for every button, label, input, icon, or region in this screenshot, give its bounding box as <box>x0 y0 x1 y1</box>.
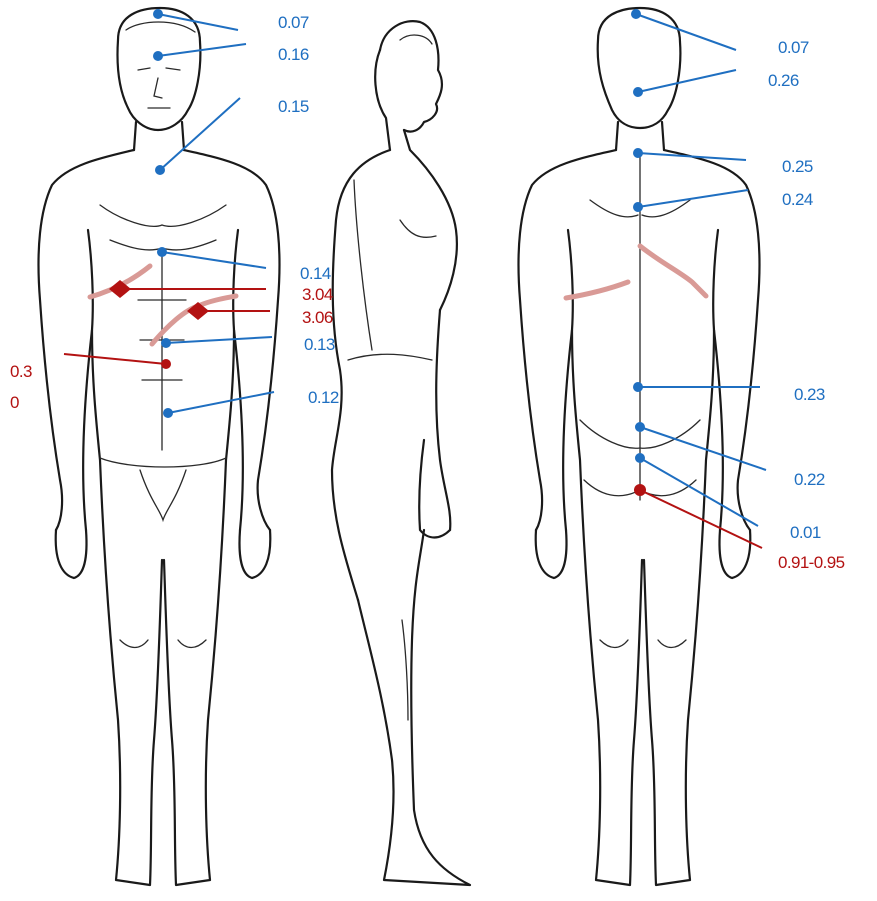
label-front-forehead: 0.16 <box>278 45 309 64</box>
side-figure <box>332 21 470 885</box>
marker-front-side <box>161 359 171 369</box>
label-back-sacrum: 0.22 <box>794 470 825 489</box>
label-front-side-b: 0 <box>10 393 19 412</box>
value-labels: 0.07 0.16 0.15 0.14 3.04 3.06 0.13 0.3 0… <box>10 13 845 572</box>
label-front-chest: 0.14 <box>300 264 331 283</box>
marker-front-abdomen <box>161 338 171 348</box>
marker-back-anus <box>634 484 646 496</box>
label-front-rib-left: 3.04 <box>302 285 333 304</box>
back-rib-curve-left <box>566 282 628 298</box>
label-back-neck: 0.26 <box>768 71 799 90</box>
marker-back-vertex <box>631 9 641 19</box>
marker-back-neck <box>633 87 643 97</box>
label-back-coccyx: 0.01 <box>790 523 821 542</box>
label-front-abdomen: 0.13 <box>304 335 335 354</box>
label-back-upper: 0.25 <box>782 157 813 176</box>
marker-front-chest <box>157 247 167 257</box>
marker-back-lumbar <box>633 382 643 392</box>
label-back-anus: 0.91-0.95 <box>778 553 845 572</box>
label-front-side-a: 0.3 <box>10 362 32 381</box>
marker-back-mid <box>633 202 643 212</box>
label-back-mid: 0.24 <box>782 190 813 209</box>
marker-front-pubis <box>163 408 173 418</box>
label-front-rib-right: 3.06 <box>302 308 333 327</box>
highlight-curves <box>90 246 706 344</box>
markers <box>109 9 646 496</box>
marker-back-upper <box>633 148 643 158</box>
label-front-chin: 0.15 <box>278 97 309 116</box>
marker-back-sacrum <box>635 422 645 432</box>
label-front-pubis: 0.12 <box>308 388 339 407</box>
back-figure <box>519 8 760 885</box>
marker-front-vertex <box>153 9 163 19</box>
front-figure <box>39 8 280 885</box>
marker-front-forehead <box>153 51 163 61</box>
marker-front-chin <box>155 165 165 175</box>
back-rib-curve-right <box>640 246 706 296</box>
label-back-vertex: 0.07 <box>778 38 809 57</box>
front-rib-curve-right <box>152 296 236 344</box>
leader-lines <box>64 14 766 548</box>
marker-back-coccyx <box>635 453 645 463</box>
label-back-lumbar: 0.23 <box>794 385 825 404</box>
label-front-vertex: 0.07 <box>278 13 309 32</box>
